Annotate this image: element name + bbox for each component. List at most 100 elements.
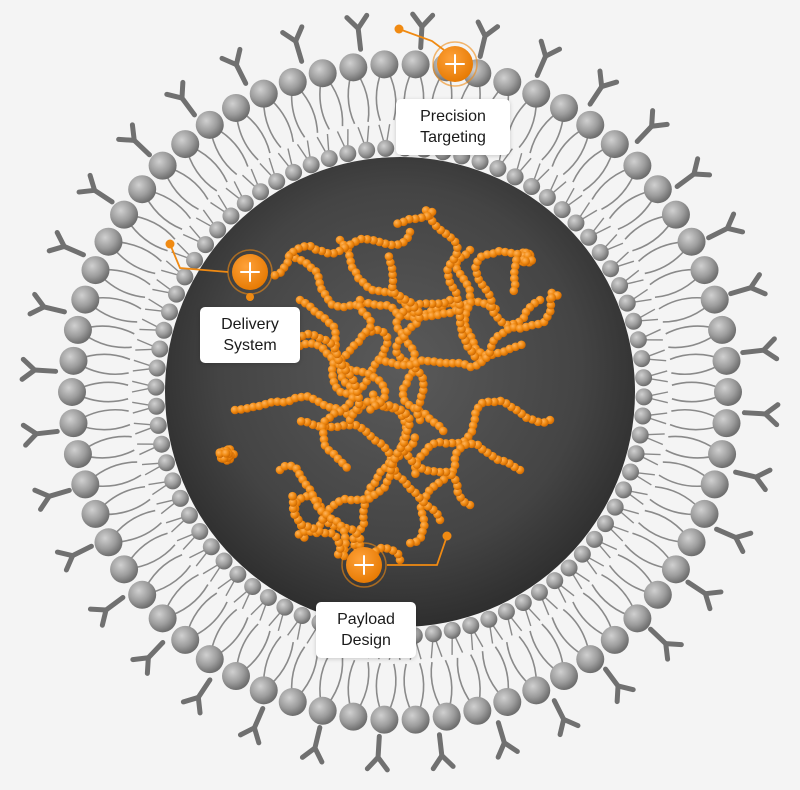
lipid-head [643,175,672,204]
mrna-bead [363,235,372,244]
antibody-icon [46,229,86,258]
mrna-bead [452,249,462,259]
label-line: Delivery [221,316,279,333]
precision-targeting-hotspot[interactable] [432,41,478,87]
antibody-icon [495,720,520,760]
mrna-bead [327,365,337,374]
mrna-bead [450,454,460,464]
mrna-bead [288,491,297,501]
lipid-head [110,555,139,584]
lipid-head [215,552,233,570]
lipid-head [63,315,92,344]
delivery-system-label[interactable]: Delivery System [200,307,300,363]
mrna-bead [421,299,431,308]
lipid-head [377,139,395,157]
mrna-bead [436,358,445,368]
lipid-head [576,645,605,674]
lipid-head [424,625,442,643]
lipid-head [661,200,690,229]
mrna-bead [382,544,392,553]
antibody-icon [27,291,67,317]
mrna-bead [388,282,397,292]
payload-design-label[interactable]: Payload Design [316,602,416,658]
lipid-head [690,499,719,528]
precision-targeting-label[interactable]: Precision Targeting [396,99,510,155]
antibody-icon [733,467,773,493]
lipid-head [58,378,86,406]
lipid-head [600,130,629,159]
outer-lipid-heads [58,50,742,734]
antibody-icon [706,211,746,241]
mrna-bead [340,533,350,542]
lipid-head [602,260,620,278]
mrna-bead [333,422,342,432]
lipid-head [635,369,653,387]
mrna-bead [230,405,240,415]
plus-icon [341,542,387,588]
lipid-head [285,163,303,181]
lipid-head [222,207,240,225]
lipid-head [567,214,585,232]
lipid-head [522,676,551,705]
antibody-icon [685,579,724,612]
lipid-head [700,285,729,314]
lipid-head [489,159,507,177]
lipid-head [690,256,719,285]
antibody-icon [164,79,197,118]
lipid-head [523,178,541,196]
mrna-strand [295,295,390,414]
antibody-icon [280,24,305,64]
mrna-bead [388,276,398,286]
mrna-strand [270,227,415,280]
plus-icon [227,249,273,295]
lipid-head [596,515,614,533]
mrna-bead [383,339,392,348]
lipid-head [268,172,286,190]
mrna-bead [380,287,390,297]
lipid-head [308,59,337,88]
mrna-strand [393,206,485,365]
mrna-bead [427,299,437,309]
lipid-head [236,194,254,212]
antibody-icon [648,626,684,662]
mrna-bead [439,309,449,318]
lipid-head [522,79,551,108]
lipid-head [611,277,629,295]
lipid-head [293,607,311,625]
mrna-bead [296,417,306,426]
antibody-icon [410,11,436,51]
lipid-head [560,559,578,577]
mrna-strand [349,433,420,565]
lipid-head [209,221,227,239]
mrna-strand [215,445,238,465]
mrna-bead [447,438,457,448]
mrna-bead [359,519,369,528]
mrna-bead [366,405,375,414]
mrna-bead [546,300,556,310]
lipid-head [591,244,609,262]
lipid-head [546,572,564,590]
lipid-head [186,251,204,269]
anchor-dot [246,293,254,301]
lipid-head [94,227,123,256]
delivery-system-hotspot[interactable] [227,249,273,295]
mrna-bead [385,472,395,481]
lipid-head [249,79,278,108]
mrna-bead [353,495,362,505]
callout-line [169,243,229,273]
lipid-head [180,506,198,524]
mrna-bead [411,214,420,224]
mrna-bead [380,387,390,396]
mrna-bead [342,463,352,472]
antibody-icon [299,725,325,765]
lipid-head [164,472,182,490]
lipid-head [148,604,177,633]
lipid-head [635,388,653,406]
lipid-head [147,378,165,396]
lipid-head [59,346,88,375]
antibody-icon [430,732,456,772]
antibody-icon [634,108,670,144]
payload-design-hotspot[interactable] [341,542,387,588]
lipid-head [550,662,578,691]
lipid-head [627,445,645,463]
